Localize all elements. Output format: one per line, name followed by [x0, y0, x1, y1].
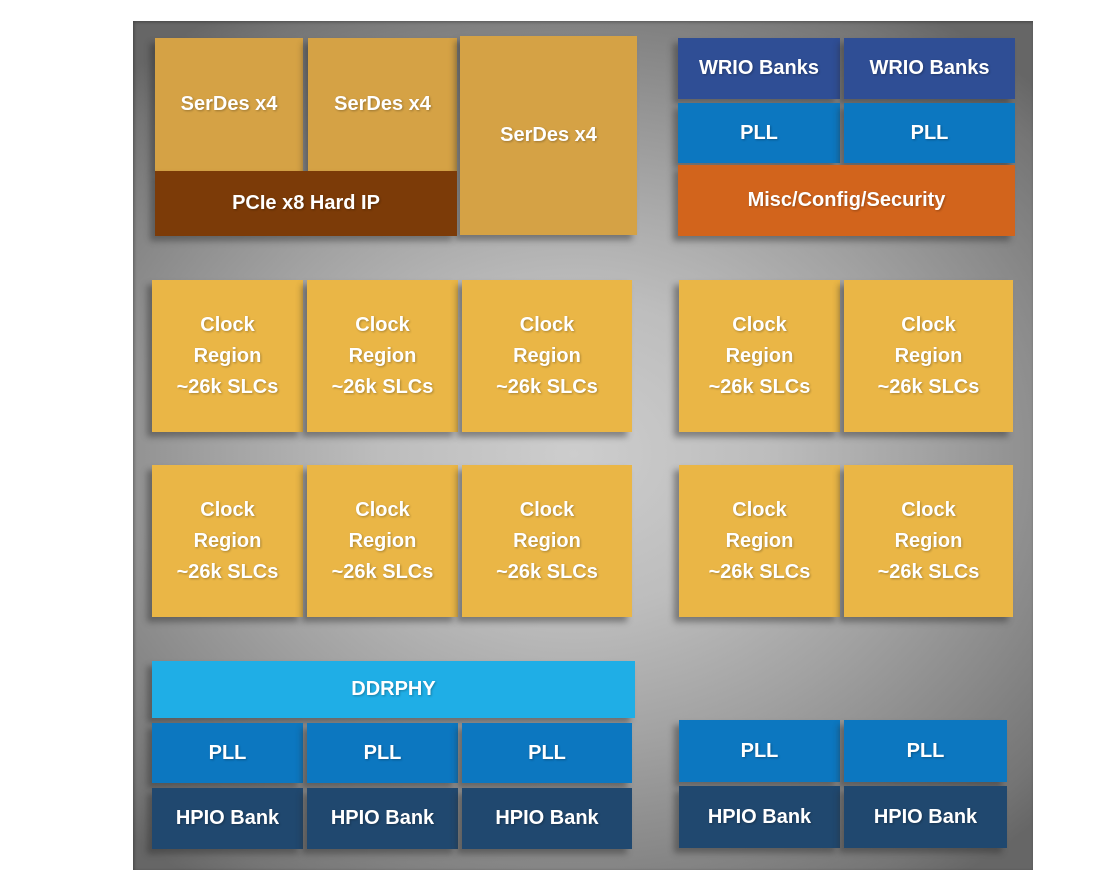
clock-region-block: Clock Region ~26k SLCs: [679, 280, 840, 432]
clock-region-block: Clock Region ~26k SLCs: [307, 280, 458, 432]
hpio-bank-block: HPIO Bank: [307, 788, 458, 849]
pll-block: PLL: [462, 723, 632, 783]
hpio-bank-block: HPIO Bank: [462, 788, 632, 849]
pcie-hard-ip-block: PCIe x8 Hard IP: [155, 171, 457, 236]
pll-block: PLL: [152, 723, 303, 783]
clock-region-block: Clock Region ~26k SLCs: [462, 280, 632, 432]
ddrphy-block: DDRPHY: [152, 661, 635, 718]
serdes-block: SerDes x4: [460, 36, 637, 235]
serdes-block: SerDes x4: [308, 38, 457, 171]
clock-region-block: Clock Region ~26k SLCs: [152, 465, 303, 617]
pll-block: PLL: [678, 103, 840, 163]
clock-region-block: Clock Region ~26k SLCs: [679, 465, 840, 617]
hpio-bank-block: HPIO Bank: [679, 786, 840, 848]
pll-block: PLL: [844, 103, 1015, 163]
chip-die-floorplan: SerDes x4 SerDes x4 SerDes x4 PCIe x8 Ha…: [133, 21, 1033, 870]
pll-block: PLL: [307, 723, 458, 783]
clock-region-block: Clock Region ~26k SLCs: [152, 280, 303, 432]
pll-block: PLL: [844, 720, 1007, 782]
wrio-banks-block: WRIO Banks: [678, 38, 840, 99]
hpio-bank-block: HPIO Bank: [844, 786, 1007, 848]
hpio-bank-block: HPIO Bank: [152, 788, 303, 849]
clock-region-block: Clock Region ~26k SLCs: [844, 280, 1013, 432]
pll-block: PLL: [679, 720, 840, 782]
clock-region-block: Clock Region ~26k SLCs: [844, 465, 1013, 617]
clock-region-block: Clock Region ~26k SLCs: [307, 465, 458, 617]
clock-region-block: Clock Region ~26k SLCs: [462, 465, 632, 617]
wrio-banks-block: WRIO Banks: [844, 38, 1015, 99]
serdes-block: SerDes x4: [155, 38, 303, 171]
misc-config-security-block: Misc/Config/Security: [678, 165, 1015, 236]
